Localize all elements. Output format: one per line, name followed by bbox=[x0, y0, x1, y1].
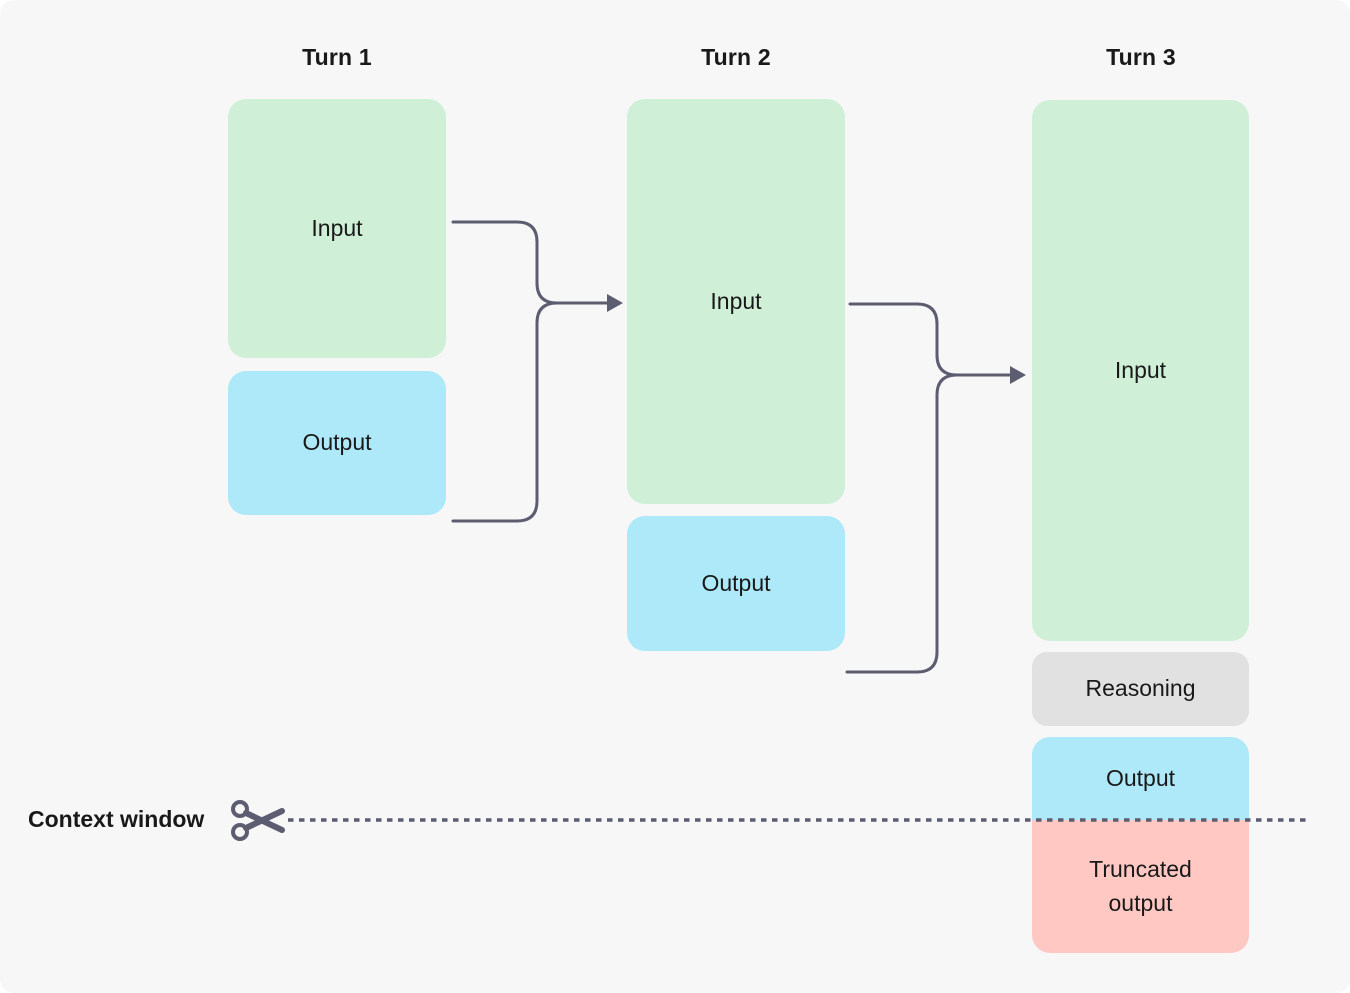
scissors-icon bbox=[231, 800, 285, 841]
turn-3-output-box: Output bbox=[1032, 737, 1249, 820]
context-window-label: Context window bbox=[28, 806, 205, 832]
turn-1-input-label: Input bbox=[311, 214, 363, 241]
turn-3-truncated-output-box: Truncated output bbox=[1032, 820, 1249, 953]
turn-2-title: Turn 2 bbox=[701, 44, 771, 70]
turn-3-truncated-output-label: Truncated output bbox=[1089, 856, 1192, 916]
turn-2-output-box: Output bbox=[627, 516, 845, 651]
turn-2-output-label: Output bbox=[701, 569, 771, 596]
turn-1-output-box: Output bbox=[228, 371, 446, 515]
turn-1-output-label: Output bbox=[302, 429, 372, 456]
turn-3-reasoning-box: Reasoning bbox=[1032, 652, 1249, 726]
turn-1-title: Turn 1 bbox=[302, 44, 372, 70]
arrowhead-icon bbox=[1010, 366, 1026, 384]
turn-3-input-box: Input bbox=[1032, 100, 1249, 641]
merge-arrow-turn2-to-turn3 bbox=[845, 302, 1026, 674]
turn-2-input-box: Input bbox=[627, 99, 845, 504]
turn-2-input-label: Input bbox=[710, 287, 762, 314]
turn-1-input-box: Input bbox=[228, 99, 446, 358]
turn-3-input-label: Input bbox=[1114, 356, 1167, 383]
turn-3-reasoning-label: Reasoning bbox=[1085, 675, 1196, 702]
turn-3-output-label: Output bbox=[1105, 764, 1176, 791]
turn-3-title: Turn 3 bbox=[1106, 44, 1176, 70]
merge-arrow-turn1-to-turn2 bbox=[451, 220, 623, 523]
arrowhead-icon bbox=[607, 294, 623, 312]
